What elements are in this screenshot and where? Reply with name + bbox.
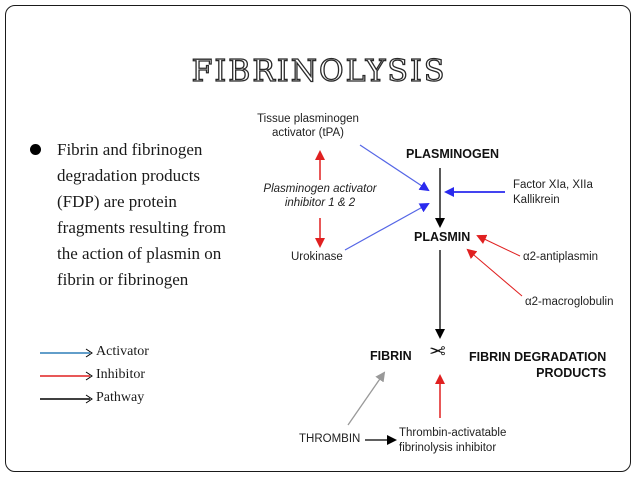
scissors-icon: ✂ [429, 341, 446, 363]
slide-title: FIBRINOLYSIS [191, 53, 447, 89]
fdp-label-line1: FIBRIN DEGRADATION [469, 350, 607, 364]
fibrin-label: FIBRIN [370, 349, 412, 363]
plasminogen-label: PLASMINOGEN [406, 147, 500, 161]
bullet-text: Fibrin and fibrinogen degradation produc… [57, 140, 227, 289]
tpa-label-line2: activator (tPA) [272, 127, 344, 139]
pai-label-line2: inhibitor 1 & 2 [284, 197, 356, 209]
thrombin-label: THROMBIN [299, 433, 361, 445]
pai-label-line1: Plasminogen activator [263, 183, 377, 195]
factor-label-line1: Factor XIa, XIIa [513, 179, 593, 191]
legend-label: Activator [96, 344, 149, 359]
tafi-label-line2: fibrinolysis inhibitor [399, 442, 497, 454]
slide-border [5, 5, 631, 472]
legend-label: Inhibitor [96, 367, 145, 382]
tpa-label-line1: Tissue plasminogen [257, 113, 359, 125]
inhibitor-arrow-icon [40, 371, 93, 381]
pathway-arrow-icon [40, 394, 93, 404]
bullet-dot-icon [30, 144, 41, 155]
tafi-label-line1: Thrombin-activatable [399, 427, 507, 439]
tafi-label: Thrombin-activatable fibrinolysis inhibi… [399, 426, 506, 456]
urokinase-activator-arrow [344, 203, 430, 251]
legend-label: Pathway [96, 390, 145, 405]
fdp-label-line2: PRODUCTS [536, 366, 607, 380]
tpa-activator-arrow [359, 144, 430, 192]
fdp-label: FIBRIN DEGRADATION PRODUCTS [469, 349, 606, 381]
pai-label: Plasminogen activator inhibitor 1 & 2 [237, 182, 403, 210]
antiplasmin-inhibitor-arrow [476, 234, 521, 257]
factor-label: Factor XIa, XIIa Kallikrein [513, 178, 593, 208]
plasmin-label: PLASMIN [414, 230, 471, 244]
thrombin-fibrin-arrow [347, 371, 386, 426]
urokinase-label: Urokinase [291, 251, 343, 263]
macroglobulin-label: α2-macroglobulin [525, 296, 614, 308]
macroglobulin-inhibitor-arrow [466, 248, 523, 297]
antiplasmin-label: α2-antiplasmin [523, 251, 599, 263]
tpa-label: Tissue plasminogen activator (tPA) [248, 112, 368, 140]
bullet-point: Fibrin and fibrinogen degradation produc… [30, 137, 230, 293]
activator-arrow-icon [40, 348, 93, 358]
factor-label-line2: Kallikrein [513, 194, 560, 206]
